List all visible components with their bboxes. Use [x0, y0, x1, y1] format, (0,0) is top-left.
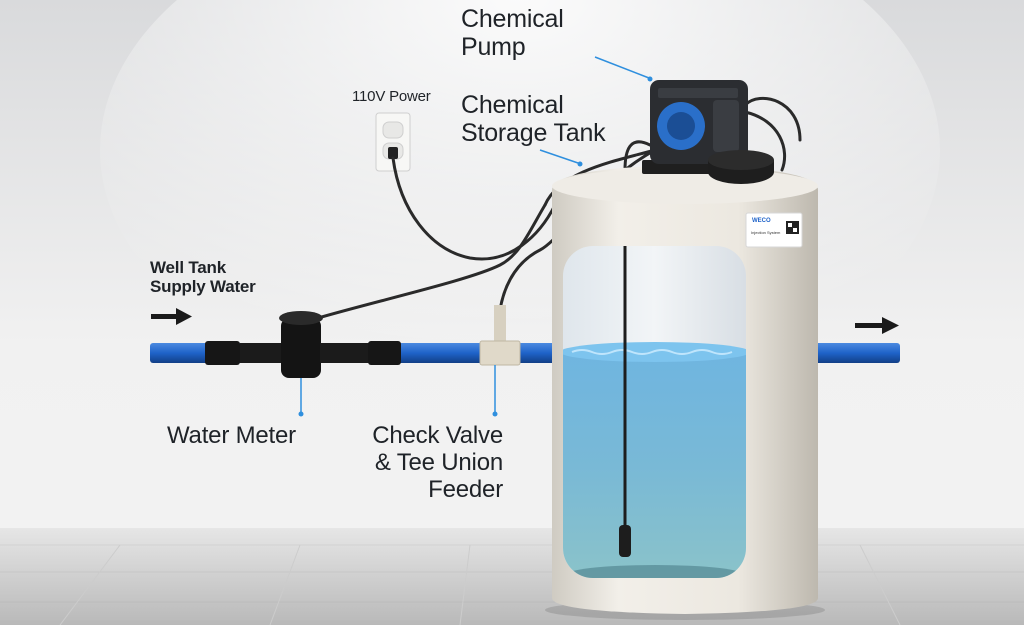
label-storage-tank-line1: Chemical: [461, 91, 564, 119]
tank-decal: WECO Injection System: [745, 212, 803, 248]
check-valve-tee: [479, 305, 521, 366]
label-power: 110V Power: [352, 88, 431, 105]
chemical-pump: [642, 80, 774, 184]
label-supply-water: Well Tank Supply Water: [150, 258, 256, 296]
storage-tank: WECO Injection System: [545, 165, 825, 620]
tile-floor: [0, 528, 1024, 625]
label-check-valve: Check Valve & Tee Union Feeder: [340, 422, 503, 504]
label-check-valve-line1: Check Valve: [372, 422, 503, 449]
label-storage-tank: Chemical Storage Tank: [461, 91, 606, 147]
decal-brand: WECO: [752, 218, 771, 224]
qr-code-icon: [786, 221, 799, 234]
outlet-arrow-icon: [855, 317, 899, 334]
inlet-arrow-icon: [151, 308, 192, 325]
label-chemical-pump: Chemical Pump: [461, 5, 564, 61]
label-water-meter: Water Meter: [167, 422, 296, 449]
label-check-valve-line3: Feeder: [428, 475, 503, 503]
decal-title: Injection System: [751, 230, 781, 235]
label-check-valve-line2: & Tee Union: [374, 448, 503, 476]
label-supply-water-line1: Well Tank: [150, 258, 226, 277]
label-storage-tank-line2: Storage Tank: [461, 119, 606, 147]
label-chemical-pump-line2: Pump: [461, 33, 526, 61]
label-chemical-pump-line1: Chemical: [461, 5, 564, 33]
power-outlet: [375, 112, 411, 172]
callout-lines: [298, 56, 653, 417]
label-supply-water-line2: Supply Water: [150, 277, 256, 297]
water-meter: [205, 311, 401, 378]
